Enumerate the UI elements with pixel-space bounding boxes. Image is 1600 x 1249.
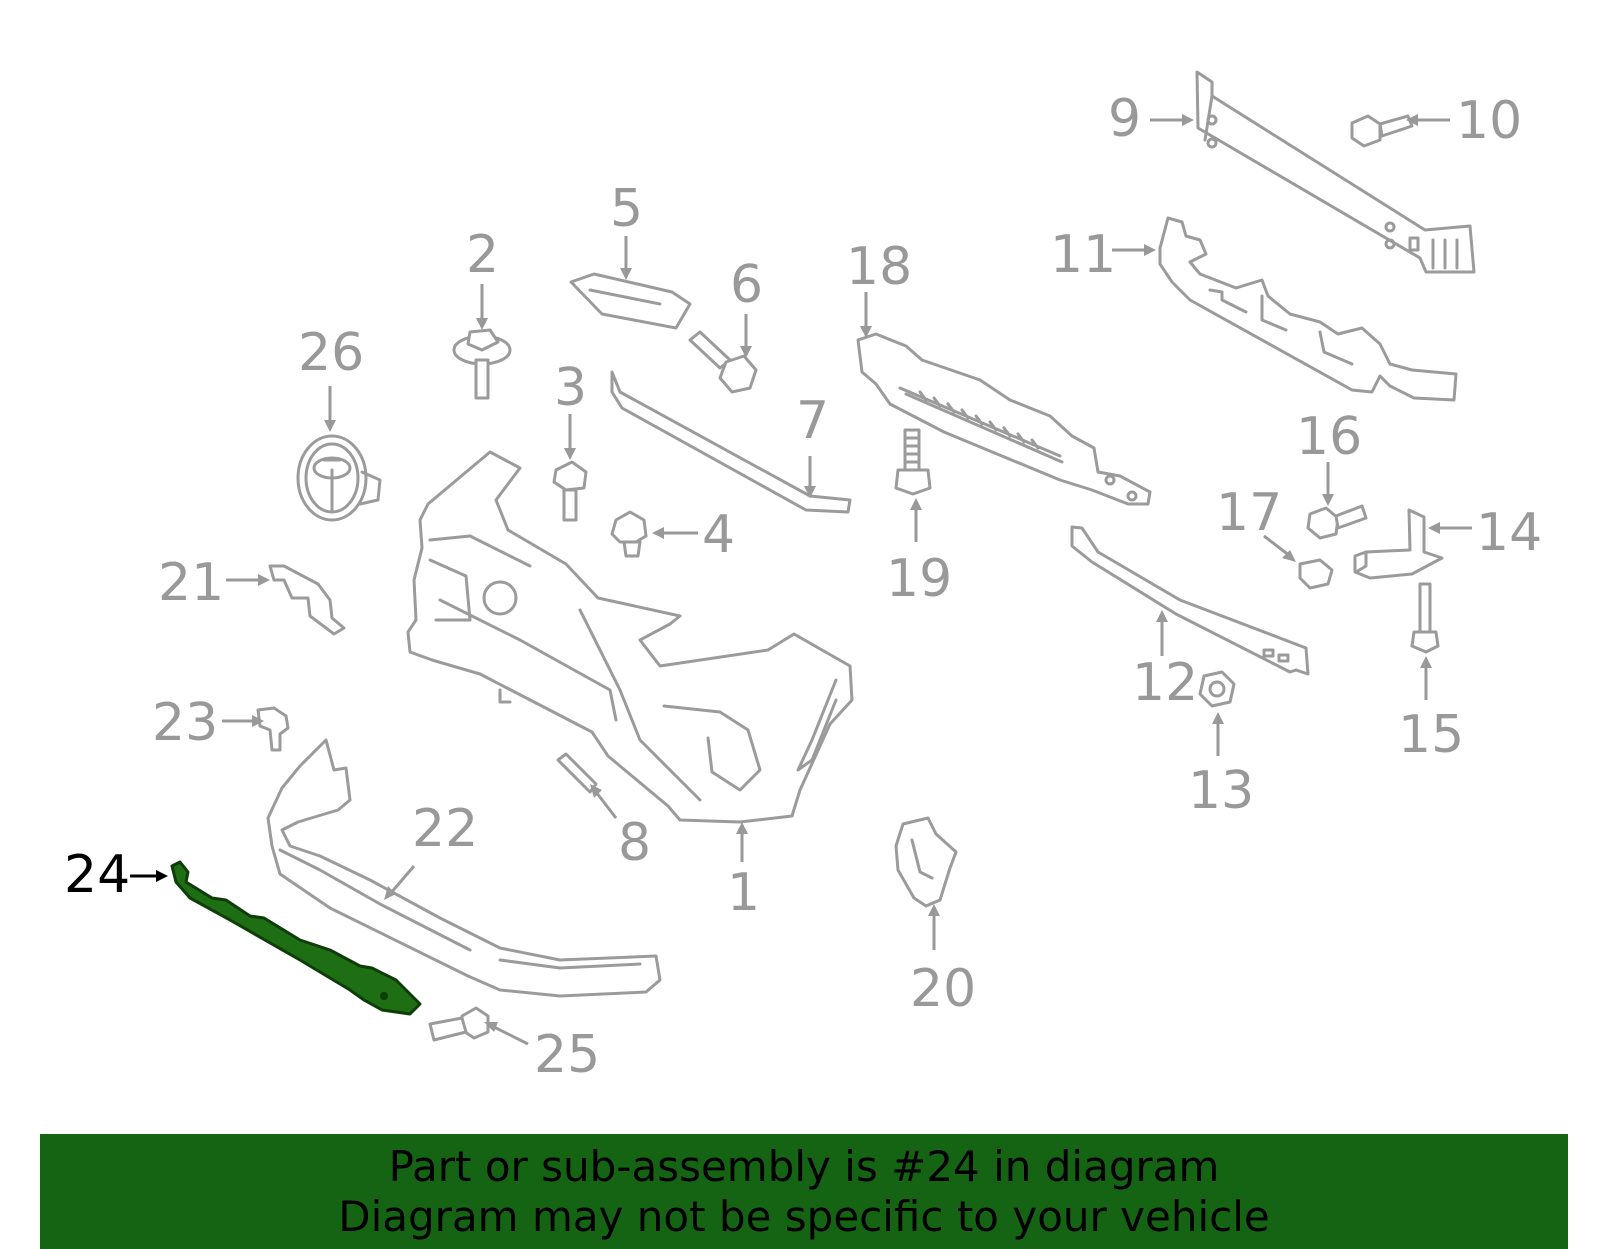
callout-6[interactable]: 6 [730, 255, 763, 315]
callout-7[interactable]: 7 [796, 391, 829, 451]
callout-21[interactable]: 21 [158, 553, 224, 613]
callout-labels: 1 2 3 4 5 6 7 8 9 10 11 12 13 14 15 16 1… [64, 89, 1542, 1085]
callout-16[interactable]: 16 [1296, 407, 1362, 467]
callout-2[interactable]: 2 [466, 225, 499, 285]
part-12-lower-reinforcement[interactable] [1070, 525, 1310, 676]
callout-19[interactable]: 19 [886, 549, 952, 609]
callout-15[interactable]: 15 [1398, 705, 1464, 765]
callout-10[interactable]: 10 [1456, 91, 1522, 151]
part-3-bolt[interactable] [552, 460, 588, 522]
callout-3[interactable]: 3 [554, 358, 587, 418]
callout-14[interactable]: 14 [1476, 503, 1542, 563]
part-18-bracket[interactable] [856, 332, 1152, 506]
callout-20[interactable]: 20 [910, 959, 976, 1019]
part-13-nut[interactable] [1198, 670, 1236, 708]
part-11-absorber[interactable] [1158, 216, 1458, 402]
part-2-bolt[interactable] [452, 328, 512, 400]
part-8-reflector[interactable] [556, 752, 598, 794]
part-14-bracket[interactable] [1353, 508, 1444, 580]
callout-23[interactable]: 23 [152, 693, 218, 753]
part-4-clip[interactable] [610, 510, 648, 558]
callout-24[interactable]: 24 [64, 845, 130, 905]
callout-8[interactable]: 8 [618, 813, 651, 873]
part-23-clip[interactable] [256, 706, 290, 752]
part-16-bolt[interactable] [1306, 504, 1368, 540]
part-20-bezel[interactable] [894, 816, 958, 908]
part-5-bracket[interactable] [569, 272, 692, 330]
callout-22[interactable]: 22 [412, 799, 478, 859]
callout-9[interactable]: 9 [1108, 89, 1141, 149]
callout-4[interactable]: 4 [702, 505, 735, 565]
callout-1[interactable]: 1 [727, 863, 760, 923]
callout-26[interactable]: 26 [298, 323, 364, 383]
info-banner: Part or sub-assembly is #24 in diagram D… [40, 1134, 1568, 1249]
part-6-bolt[interactable] [688, 330, 758, 394]
banner-line-1: Part or sub-assembly is #24 in diagram [388, 1141, 1220, 1191]
callout-17[interactable]: 17 [1216, 483, 1282, 543]
part-1-bumper-cover[interactable] [406, 450, 854, 824]
part-17-nut[interactable] [1298, 558, 1334, 590]
callout-arrows [130, 114, 1472, 1046]
part-21-retainer[interactable] [268, 564, 346, 636]
callout-5[interactable]: 5 [610, 179, 643, 239]
part-24-highlighted[interactable] [170, 860, 422, 1016]
part-19-bolt[interactable] [894, 428, 932, 496]
part-15-bolt[interactable] [1410, 582, 1440, 654]
callout-13[interactable]: 13 [1188, 761, 1254, 821]
part-22-lower-cover[interactable] [266, 738, 662, 998]
part-7-molding[interactable] [610, 370, 852, 514]
banner-line-2: Diagram may not be specific to your vehi… [338, 1191, 1270, 1241]
part-26-emblem[interactable] [296, 434, 382, 522]
part-10-bolt[interactable] [1350, 114, 1414, 148]
callout-18[interactable]: 18 [846, 237, 912, 297]
part-25-bolt[interactable] [428, 1006, 490, 1042]
callout-25[interactable]: 25 [534, 1025, 600, 1085]
callout-12[interactable]: 12 [1132, 653, 1198, 713]
part-9-reinforcement[interactable] [1195, 70, 1476, 274]
callout-11[interactable]: 11 [1050, 225, 1116, 285]
